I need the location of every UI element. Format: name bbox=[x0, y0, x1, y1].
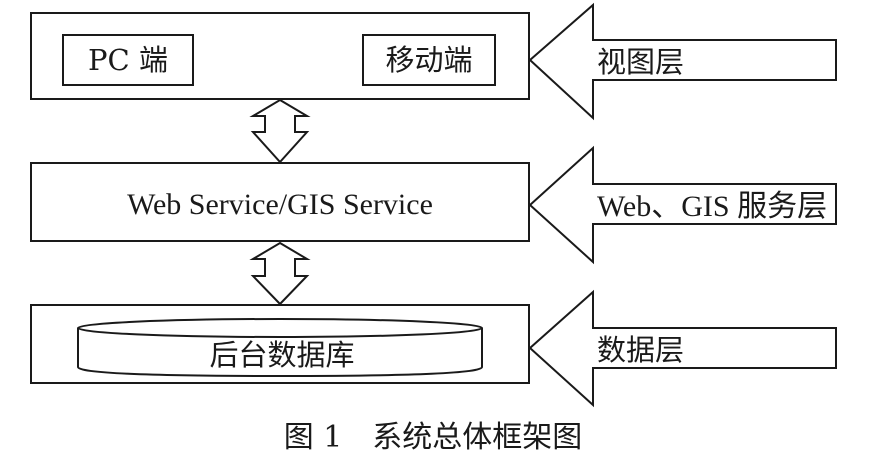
service-layer-side-label: Web、GIS 服务层 bbox=[597, 190, 827, 223]
database-cylinder-top bbox=[77, 318, 483, 338]
service-layer-arrow bbox=[528, 145, 837, 265]
database-label: 后台数据库 bbox=[209, 338, 354, 372]
service-layer-label: Web Service/GIS Service bbox=[127, 188, 433, 221]
service-layer-box bbox=[30, 162, 530, 242]
view-layer-side-label: 视图层 bbox=[597, 45, 684, 79]
mobile-client-label: 移动端 bbox=[385, 43, 472, 77]
database-cylinder bbox=[77, 318, 483, 378]
data-layer-side-label: 数据层 bbox=[597, 333, 684, 367]
data-layer-arrow bbox=[528, 289, 837, 408]
pc-client-label: PC 端 bbox=[88, 43, 168, 77]
view-layer-arrow bbox=[528, 2, 837, 121]
double-arrow-view-service bbox=[249, 98, 311, 164]
figure-caption: 图 1 系统总体框架图 bbox=[284, 420, 583, 455]
pc-client-box bbox=[62, 34, 194, 86]
database-cylinder-body bbox=[77, 328, 483, 378]
double-arrow-service-data bbox=[249, 241, 311, 306]
mobile-client-box bbox=[362, 34, 496, 86]
